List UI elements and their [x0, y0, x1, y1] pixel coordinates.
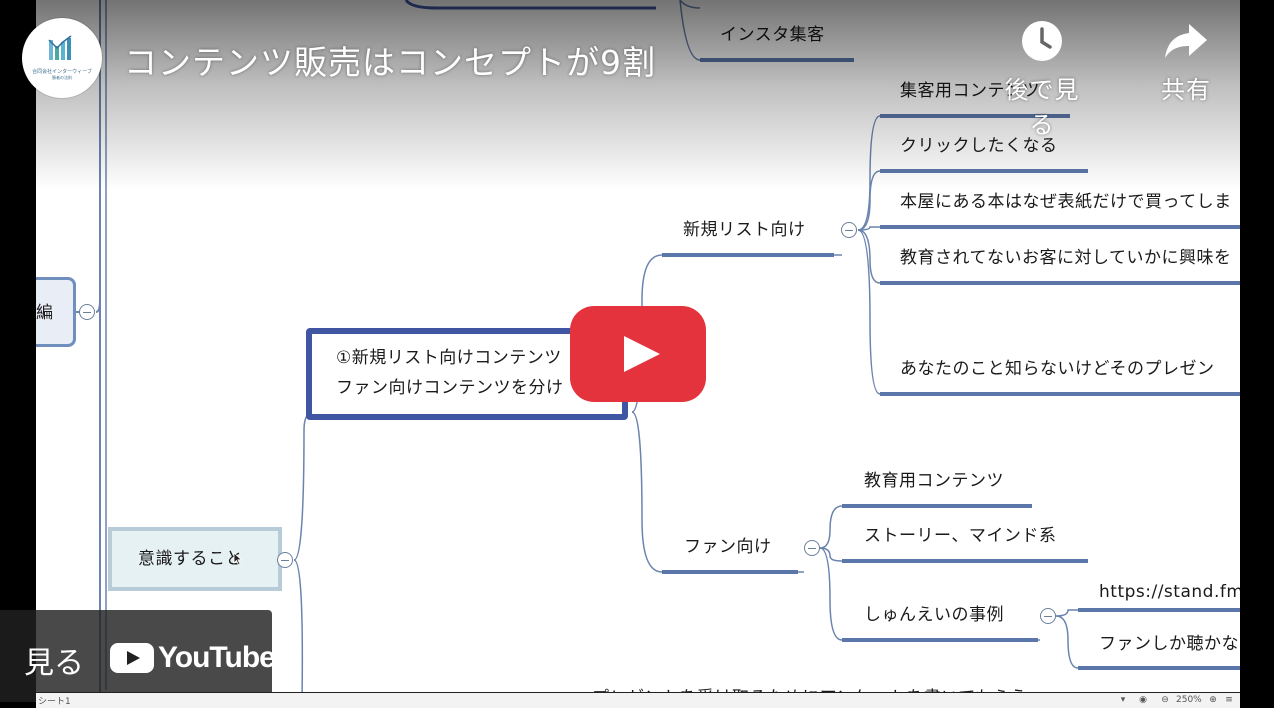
node-shinki-child[interactable]: 本屋にある本はなぜ表紙だけで買ってしま — [900, 192, 1232, 212]
collapse-icon[interactable] — [79, 304, 95, 320]
app-statusbar: シート1 ▾ ◉ ⊖ 250% ⊕ ≡ — [36, 692, 1240, 708]
menu-icon[interactable]: ≡ — [1225, 695, 1233, 705]
node-fan-child[interactable]: しゅんえいの事例 — [864, 605, 1004, 625]
node-fan-child[interactable]: ストーリー、マインド系 — [864, 526, 1057, 546]
watch-later-button[interactable]: 後で見る — [997, 20, 1087, 140]
node-fan[interactable]: ファン向け — [684, 537, 772, 557]
watch-on-label: 見る — [24, 646, 84, 681]
watch-on-youtube-button[interactable]: 見る YouTube — [0, 610, 276, 702]
node-selected-line1: ①新規リスト向けコンテンツ — [336, 348, 562, 368]
share-label: 共有 — [1161, 76, 1211, 104]
channel-logo-icon — [48, 35, 72, 60]
filter-icon[interactable]: ▾ — [1120, 695, 1126, 705]
video-title[interactable]: コンテンツ販売はコンセプトが9割 — [124, 43, 656, 82]
zoom-in-icon[interactable]: ⊕ — [1209, 695, 1217, 705]
node-shinki-child[interactable]: 教育されてないお客に対していかに興味を — [900, 248, 1232, 268]
node-jirei-child[interactable]: https://stand.fm — [1099, 582, 1240, 602]
collapse-icon[interactable] — [277, 552, 293, 568]
channel-avatar[interactable]: 合同会社インターウィーブ 勝者の法則 — [22, 18, 102, 98]
node-shinki-child[interactable]: あなたのこと知らないけどそのプレゼン — [900, 359, 1215, 379]
youtube-wordmark: YouTube — [158, 641, 276, 674]
collapse-icon[interactable] — [804, 540, 820, 556]
node-insta[interactable]: インスタ集客 — [720, 25, 825, 45]
share-arrow-icon — [1165, 24, 1207, 58]
root-node[interactable] — [36, 277, 76, 347]
play-button[interactable] — [570, 306, 706, 402]
node-ishiki-label: 意識すること — [138, 549, 243, 569]
watch-later-label: 後で見る — [1004, 76, 1080, 139]
play-icon — [624, 336, 660, 372]
sheet-tab[interactable]: シート1 — [38, 697, 71, 707]
collapse-icon[interactable] — [1040, 608, 1056, 624]
collapse-icon[interactable] — [841, 222, 857, 238]
eye-icon[interactable]: ◉ — [1139, 695, 1147, 705]
share-button[interactable]: 共有 — [1141, 20, 1231, 105]
node-shinki[interactable]: 新規リスト向け — [683, 220, 806, 240]
channel-logo-text: 合同会社インターウィーブ — [32, 69, 92, 75]
node-selected-line2: ファン向けコンテンツを分け — [336, 378, 564, 398]
node-fan-child[interactable]: 教育用コンテンツ — [864, 471, 1004, 491]
node-jirei-child[interactable]: ファンしか聴かな — [1099, 634, 1239, 654]
root-node-label: 編 — [36, 303, 54, 323]
mouse-cursor-icon — [233, 552, 243, 566]
youtube-logo-icon — [110, 643, 154, 673]
clock-icon — [1022, 21, 1062, 61]
channel-logo-subtext: 勝者の法則 — [52, 75, 72, 80]
zoom-level: 250% — [1176, 695, 1202, 705]
zoom-out-icon[interactable]: ⊖ — [1161, 695, 1169, 705]
